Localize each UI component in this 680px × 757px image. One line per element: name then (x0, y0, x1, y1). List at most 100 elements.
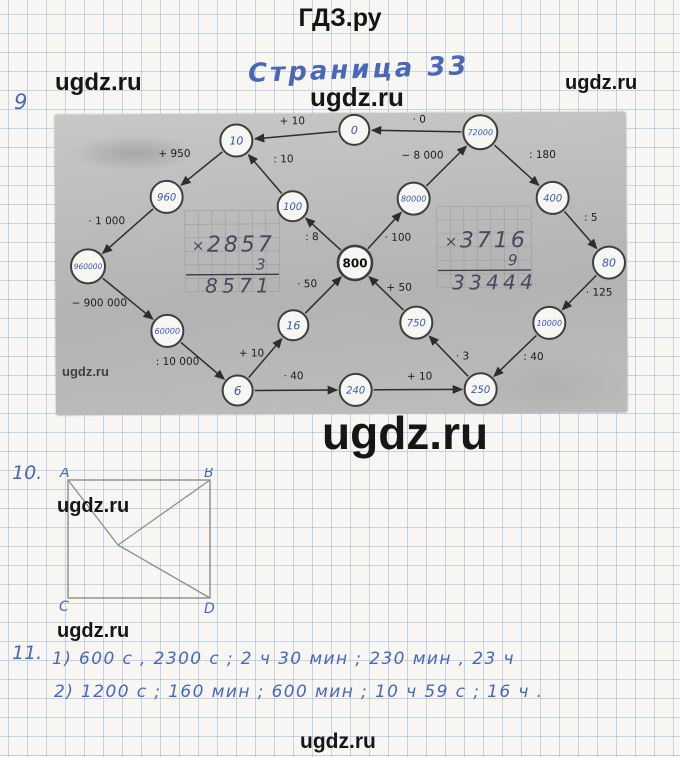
chain-node-circle (338, 372, 373, 407)
operation-label: − 900 000 (71, 297, 127, 309)
operation-label: − 8 000 (401, 149, 443, 161)
operation-label: + 950 (158, 148, 190, 160)
chain-node-circle (336, 244, 374, 282)
chain-node: 72000 (462, 114, 499, 151)
figure-line (67, 479, 119, 546)
operation-label: · 40 (284, 370, 304, 382)
chain-node-circle (149, 179, 184, 214)
chain-arrow (248, 337, 283, 379)
task9-number: 9 (14, 90, 28, 114)
operation-label: · 1 000 (88, 215, 125, 227)
chain-node-circle (219, 123, 254, 158)
chain-node: 10 (219, 123, 254, 158)
chain-node-circle (277, 309, 310, 342)
vertex-label: B (204, 468, 214, 481)
chain-node-circle (150, 313, 185, 348)
operation-label: + 10 (407, 371, 433, 383)
chain-arrow (368, 275, 404, 311)
product-digit: 8 (205, 274, 218, 298)
chain-arrow (428, 335, 469, 377)
operation-label: · 0 (413, 114, 426, 126)
chain-node-value: 750 (407, 318, 426, 329)
chain-node: 400 (535, 180, 570, 215)
chain-node: 16 (277, 309, 310, 342)
chain-node-value: 960 (157, 192, 176, 203)
operation-label: : 180 (529, 149, 556, 161)
chain-node: 100 (276, 190, 309, 223)
factor-digit: 2 (207, 233, 221, 258)
chain-arrow (180, 341, 226, 380)
chain-arrow (304, 276, 342, 314)
product-digit: 1 (256, 273, 269, 297)
chain-node: 960 (149, 179, 184, 214)
operation-label: + 10 (239, 347, 265, 359)
factor-digit: 6 (511, 228, 525, 253)
chain-node: 250 (463, 372, 498, 407)
task11-answer-line1: 1) 600 с , 2300 с ; 2 ч 30 мин ; 230 мин… (52, 649, 515, 669)
task11-answer-line2: 2) 1200 с ; 160 мин ; 600 мин ; 10 ч 59 … (54, 682, 544, 702)
product-digit: 3 (469, 270, 482, 294)
product-digit: 4 (503, 270, 516, 294)
operation-label: : 8 (305, 231, 319, 243)
chain-arrow (493, 144, 540, 187)
chain-node-value: 0 (351, 124, 358, 137)
watermark: ugdz.ru (55, 69, 142, 96)
chain-node-circle (462, 114, 499, 151)
chain-arrow (180, 151, 223, 186)
factor-digit: 8 (224, 233, 238, 258)
product-digit: 7 (239, 273, 252, 297)
chain-node: 750 (399, 305, 434, 340)
rectangle-abcd (67, 479, 211, 599)
task10-number: 10. (12, 462, 43, 484)
product-digit: 4 (520, 270, 533, 294)
chain-arrow (367, 211, 402, 250)
chain-arrow (563, 210, 598, 250)
multiply-sign: × (445, 232, 458, 250)
product-digit: 4 (486, 270, 499, 294)
operation-label: : 10 000 (156, 356, 200, 368)
chain-arrow (102, 277, 154, 320)
chain-arrow (101, 208, 154, 255)
chain-node-circle (396, 181, 431, 216)
chain-node: 10000 (532, 305, 567, 340)
vertex-label: D (204, 601, 215, 617)
multiplier-digit: 9 (508, 251, 518, 269)
chain-arrow (304, 217, 342, 251)
factor-digit: 5 (241, 232, 255, 257)
chain-node-circle (591, 245, 626, 280)
figure-line (117, 479, 211, 546)
product-digit: 5 (222, 274, 235, 298)
chain-arrow (425, 145, 468, 187)
operation-label: : 10 (273, 153, 293, 165)
chain-node-value: 6 (234, 384, 242, 398)
chain-node: 800 (336, 244, 374, 282)
chain-node-value: 10000 (537, 319, 562, 328)
watermark: ugdz.ru (565, 72, 638, 94)
chain-node-value: 240 (346, 385, 365, 396)
chain-arrow (247, 153, 283, 194)
site-header-title[interactable]: ГДЗ.ру (298, 4, 382, 32)
chain-node-circle (463, 372, 498, 407)
chain-node-value: 800 (342, 256, 367, 270)
operation-label: · 50 (297, 278, 317, 290)
chain-node-value: 80000 (401, 194, 426, 203)
chain-node-circle (276, 190, 309, 223)
chain-node-circle (399, 305, 434, 340)
chain-arrow (561, 274, 597, 311)
operation-label: + 50 (386, 282, 412, 294)
task11-number: 11. (12, 642, 43, 664)
chain-node-circle (535, 180, 570, 215)
factor-digit: 7 (258, 232, 272, 257)
chain-node: 80 (591, 245, 626, 280)
chain-arrow (493, 334, 537, 378)
chain-node-value: 250 (471, 385, 490, 396)
chain-node-circle (338, 113, 371, 146)
chain-arrow (253, 130, 338, 143)
operation-label: · 100 (384, 232, 411, 244)
chain-node: 240 (338, 372, 373, 407)
chain-arrow (370, 125, 462, 135)
